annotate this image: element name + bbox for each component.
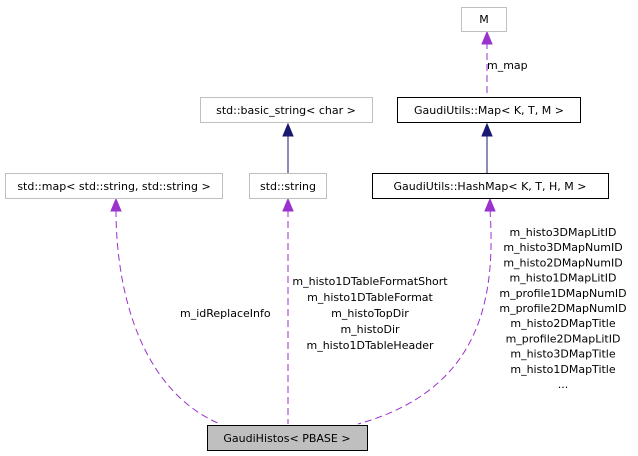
hashmap-member-label-0: m_histo3DMapLitID (510, 226, 617, 239)
hashmap-member-label-9: m_histo1DMapTitle (510, 363, 616, 376)
node-hashmap[interactable]: GaudiUtils::HashMap< K, T, H, M > (372, 173, 609, 199)
hashmap-member-label-5: m_profile2DMapNumID (499, 302, 626, 315)
node-gaudi-map[interactable]: GaudiUtils::Map< K, T, M > (397, 97, 581, 123)
hashmap-member-labels: m_histo3DMapLitID m_histo3DMapNumID m_hist… (499, 226, 626, 391)
edge-std-map-usage-arrowhead (110, 197, 122, 212)
hashmap-member-label-1: m_histo3DMapNumID (503, 241, 622, 254)
edge-hashmap-usage-arrowhead (484, 197, 496, 212)
edge-std-string-usage-arrowhead (282, 197, 294, 212)
string-member-label-4: m_histo1DTableHeader (307, 339, 434, 352)
string-member-label-0: m_histo1DTableFormatShort (292, 275, 448, 288)
edge-map-inherit-arrowhead (481, 122, 493, 137)
hashmap-member-label-8: m_histo3DMapTitle (510, 348, 616, 361)
node-m-label: M (479, 13, 489, 26)
node-basic-string-label: std::basic_string< char > (216, 104, 356, 117)
node-std-string[interactable]: std::string (249, 173, 327, 199)
node-gaudi-histos[interactable]: GaudiHistos< PBASE > (207, 425, 368, 451)
string-member-label-2: m_histoTopDir (331, 307, 409, 320)
edge-label-replace-info: m_idReplaceInfo (180, 307, 271, 320)
node-std-string-label: std::string (260, 180, 316, 193)
node-gaudi-map-label: GaudiUtils::Map< K, T, M > (414, 104, 564, 117)
node-gaudi-histos-label: GaudiHistos< PBASE > (223, 432, 350, 445)
edge-basic-string-inherit-arrowhead (282, 122, 294, 137)
edge-m-map-arrowhead (481, 30, 493, 45)
node-m[interactable]: M (461, 7, 507, 32)
string-member-label-1: m_histo1DTableFormat (307, 291, 433, 304)
edge-std-map-usage (115, 209, 221, 425)
hashmap-member-label-2: m_histo2DMapNumID (503, 256, 622, 269)
node-basic-string[interactable]: std::basic_string< char > (200, 97, 373, 123)
node-std-map-label: std::map< std::string, std::string > (17, 180, 210, 193)
node-hashmap-label: GaudiUtils::HashMap< K, T, H, M > (394, 180, 587, 193)
string-member-label-3: m_histoDir (340, 323, 400, 336)
hashmap-member-label-7: m_profile2DMapLitID (506, 332, 621, 345)
hashmap-member-label-3: m_histo1DMapLitID (510, 272, 617, 285)
hashmap-member-label-4: m_profile1DMapNumID (499, 287, 626, 300)
node-std-map[interactable]: std::map< std::string, std::string > (5, 173, 223, 199)
edge-label-m-map: m_map (487, 59, 528, 72)
string-member-labels: m_histo1DTableFormatShort m_histo1DTableF… (292, 275, 448, 352)
hashmap-member-label-10: ... (558, 378, 569, 391)
hashmap-member-label-6: m_histo2DMapTitle (510, 317, 616, 330)
edge-hashmap-usage (357, 209, 492, 425)
